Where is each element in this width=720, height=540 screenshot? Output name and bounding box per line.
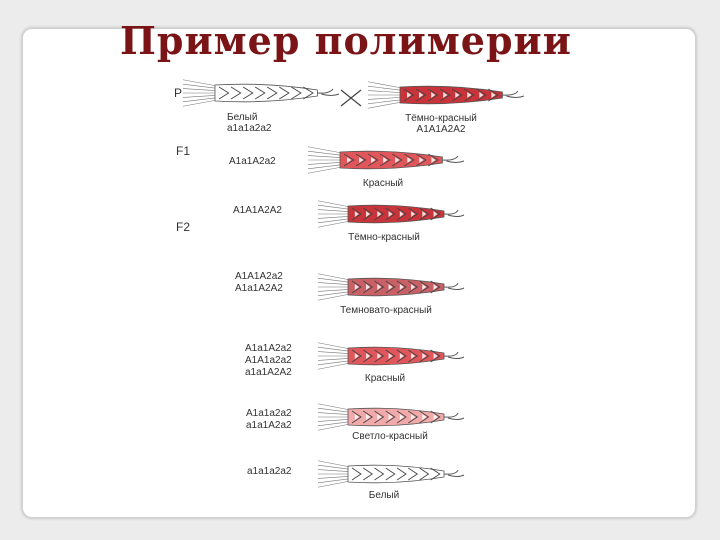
wheat-ear-icon bbox=[307, 146, 465, 174]
f1-genotype: A1a1A2a2 bbox=[229, 156, 276, 167]
generation-label-f2: F2 bbox=[176, 220, 191, 234]
f2-phenotype: Белый bbox=[368, 490, 400, 501]
slide-title: Пример полимерии bbox=[120, 18, 572, 63]
wheat-ear-icon bbox=[317, 460, 465, 488]
wheat-ear-icon bbox=[182, 79, 340, 107]
generation-label-p: P bbox=[174, 86, 183, 100]
parent-white-phenotype: Белый bbox=[227, 112, 258, 123]
f2-genotype: a1a1A2A2 bbox=[245, 367, 292, 378]
parent-dark-red-phenotype: Тёмно-красный bbox=[405, 113, 477, 124]
f2-genotype: A1A1a2a2 bbox=[245, 355, 292, 366]
wheat-ear-icon bbox=[317, 200, 465, 228]
f1-phenotype: Красный bbox=[362, 178, 404, 189]
f2-genotype: a1a1a2a2 bbox=[247, 466, 292, 477]
f2-genotype: A1A1A2A2 bbox=[233, 205, 282, 216]
f2-genotype: A1A1A2a2 bbox=[235, 271, 283, 282]
parent-dark-red-genotype: A1A1A2A2 bbox=[416, 124, 466, 135]
f2-phenotype: Светло-красный bbox=[352, 431, 428, 442]
f2-phenotype: Тёмно-красный bbox=[348, 232, 420, 243]
cross-icon bbox=[340, 89, 362, 107]
f2-genotype: A1a1A2a2 bbox=[245, 343, 292, 354]
f2-genotype: A1a1a2a2 bbox=[246, 408, 292, 419]
f2-phenotype: Темновато-красный bbox=[340, 305, 432, 316]
wheat-ear-icon bbox=[317, 403, 465, 431]
f2-genotype: A1a1A2A2 bbox=[235, 283, 283, 294]
wheat-ear-icon bbox=[317, 273, 465, 301]
parent-white-genotype: a1a1a2a2 bbox=[227, 123, 272, 134]
f2-genotype: a1a1A2a2 bbox=[246, 420, 292, 431]
slide-frame bbox=[22, 28, 696, 518]
f2-phenotype: Красный bbox=[364, 373, 406, 384]
generation-label-f1: F1 bbox=[176, 144, 191, 158]
wheat-ear-icon bbox=[317, 342, 465, 370]
wheat-ear-icon bbox=[367, 81, 525, 109]
